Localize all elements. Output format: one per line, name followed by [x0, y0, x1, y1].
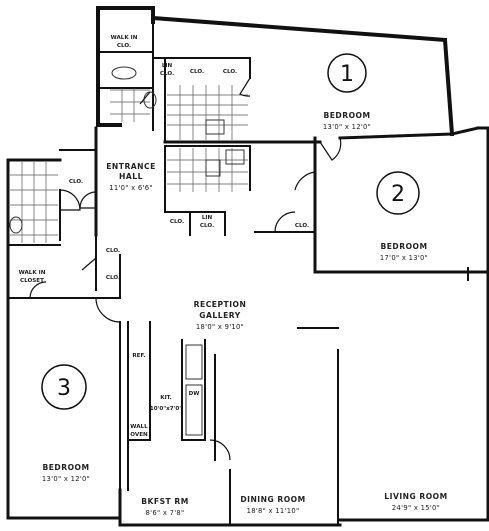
refrigerator-label: REF.	[132, 353, 145, 359]
entrance-hall-dims: 11'0" x 6'6"	[109, 184, 153, 192]
kitchen-label: KIT.	[160, 395, 172, 401]
closet-bedroom-2-label: CLO.	[295, 223, 309, 229]
bathroom-tiles	[10, 85, 248, 243]
walk-in-closet-left-label-2: CLOSET	[20, 278, 44, 284]
lin-closet-mid-label-1: LIN	[202, 215, 213, 221]
breakfast-room-label: BKFST RM	[141, 497, 189, 506]
door-swing-icon	[319, 137, 342, 161]
closet-top-b-label: CLO.	[223, 69, 237, 75]
entrance-hall-label-1: ENTRANCE	[106, 162, 156, 171]
kitchen-dims: 10'0"x7'0"	[150, 406, 182, 412]
closet-labels: LIN CLO. CLO. CLO. CLO. CLO. LIN CLO. CL…	[69, 63, 309, 281]
wall-oven-label-1: WALL	[130, 424, 148, 430]
stove-icon	[185, 344, 203, 380]
toilet-icon	[205, 159, 221, 177]
walk-in-closet-label-1: WALK IN	[111, 35, 138, 41]
bedroom-1-label: BEDROOM	[323, 111, 370, 120]
toilet-icon	[143, 91, 157, 109]
door-swing-icon	[95, 297, 121, 323]
kitchen-fixture-labels: REF. DW WALL OVEN	[130, 353, 199, 438]
room-labels: BEDROOM 13'0" x 12'0" BEDROOM 17'0" x 13…	[19, 35, 448, 517]
closet-hall-left-label: CLO.	[69, 179, 83, 185]
door-swing-icon	[79, 191, 97, 209]
walls	[6, 6, 489, 527]
door-swing-icon	[81, 257, 97, 271]
door-swing-icon	[239, 77, 251, 97]
bedroom-number-2: 2	[376, 171, 420, 215]
svg-text:1: 1	[340, 62, 354, 87]
lin-closet-mid-label-2: CLO.	[200, 223, 214, 229]
entrance-hall-label-2: HALL	[119, 172, 143, 181]
door-swing-icon	[59, 189, 81, 211]
doors	[29, 77, 342, 461]
door-swing-icon	[209, 439, 231, 461]
lin-closet-top-label-2: CLO.	[160, 71, 174, 77]
sink-icon	[205, 119, 225, 135]
bedroom-3-dims: 13'0" x 12'0"	[42, 475, 90, 483]
bedroom-number-1: 1	[327, 53, 367, 93]
wall-oven-label-2: OVEN	[130, 432, 148, 438]
reception-gallery-label-2: GALLERY	[199, 311, 240, 320]
svg-text:2: 2	[391, 182, 405, 207]
bedroom-2-label: BEDROOM	[380, 242, 427, 251]
door-swing-icon	[139, 91, 151, 105]
closet-mid-a-label: CLO.	[170, 219, 184, 225]
walk-in-closet-label-2: CLO.	[117, 43, 131, 49]
bedroom-number-3: 3	[41, 364, 87, 410]
sink-icon	[225, 149, 245, 165]
walk-in-closet-left-label-1: WALK IN	[19, 270, 46, 276]
closet-top-a-label: CLO.	[190, 69, 204, 75]
bedroom-3-label: BEDROOM	[42, 463, 89, 472]
toilet-icon	[9, 216, 23, 234]
closet-left-b-label: CLO.	[106, 275, 120, 281]
living-room-dims: 24'9" x 15'0"	[392, 504, 440, 512]
bedroom-2-dims: 17'0" x 13'0"	[380, 254, 428, 262]
dining-room-label: DINING ROOM	[240, 495, 305, 504]
dishwasher-label: DW	[189, 391, 200, 397]
door-swing-icon	[29, 281, 47, 299]
fixtures	[9, 66, 245, 436]
door-swing-icon	[294, 171, 316, 191]
living-room-label: LIVING ROOM	[384, 492, 447, 501]
svg-text:3: 3	[57, 376, 71, 401]
breakfast-room-dims: 8'6" x 7'8"	[146, 509, 185, 517]
closet-left-a-label: CLO.	[106, 248, 120, 254]
sink-icon	[111, 66, 137, 80]
reception-gallery-label-1: RECEPTION	[194, 300, 247, 309]
door-swing-icon	[274, 211, 296, 233]
reception-gallery-dims: 18'0" x 9'10"	[196, 323, 244, 331]
bedroom-1-dims: 13'0" x 12'0"	[323, 123, 371, 131]
counter-icon	[185, 384, 203, 436]
dining-room-dims: 18'8" x 11'10"	[247, 507, 300, 515]
lin-closet-top-label-1: LIN	[162, 63, 173, 69]
